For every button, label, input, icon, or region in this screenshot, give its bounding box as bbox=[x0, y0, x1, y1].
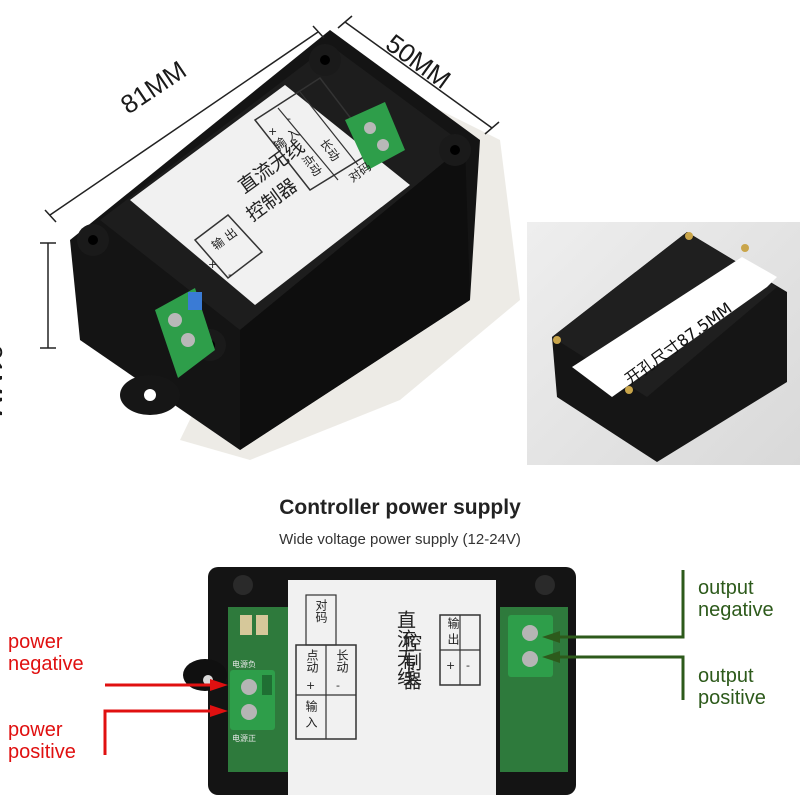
wiring-label-name2-wrap: 控制器 bbox=[395, 633, 425, 783]
wiring-label-input-minus: - bbox=[336, 679, 340, 692]
product-cutout-drawing bbox=[552, 232, 787, 462]
wiring-label-momentary: 点动 bbox=[305, 649, 319, 673]
wiring-device-drawing bbox=[103, 567, 685, 795]
label-input-minus: - bbox=[287, 112, 291, 125]
wiring-label-input: 输 入 bbox=[304, 700, 318, 728]
wiring-label-name-line1: 直流无线 bbox=[394, 610, 416, 686]
label-output-plus: + bbox=[208, 258, 218, 271]
power-negative-label: power negative bbox=[8, 631, 84, 675]
output-positive-line2: positive bbox=[698, 687, 766, 709]
dimension-height-label: 31MM bbox=[0, 345, 8, 418]
output-positive-line1: output bbox=[698, 665, 754, 687]
wiring-label-latch: 长动 bbox=[335, 649, 349, 673]
output-positive-label: output positive bbox=[698, 665, 766, 709]
wiring-label-name: 直流无线 bbox=[365, 610, 417, 760]
wiring-label-output: 输 出 bbox=[446, 617, 460, 645]
output-negative-line2: negative bbox=[698, 599, 774, 621]
wiring-label-pairing: 对码 bbox=[314, 599, 328, 623]
power-positive-label: power positive bbox=[8, 719, 76, 763]
power-negative-line2: negative bbox=[8, 653, 84, 675]
product-main-drawing bbox=[40, 15, 520, 460]
wiring-photo: 直流无线 控制器 对码 输 入 + - 点动 长动 输 出 + - 电源负 电源… bbox=[0, 555, 800, 800]
pcb-power-neg-text: 电源负 bbox=[232, 660, 256, 669]
wiring-title: Controller power supply bbox=[279, 496, 521, 519]
power-positive-line2: positive bbox=[8, 741, 76, 763]
label-input-plus: + bbox=[268, 125, 278, 138]
wiring-label-name-line2: 控制器 bbox=[400, 633, 422, 690]
wiring-label-output-minus: - bbox=[466, 659, 470, 672]
product-photo-cutout: 开孔尺寸87.5MM bbox=[527, 222, 800, 465]
power-positive-line1: power bbox=[8, 719, 63, 741]
product-photo-main: 81MM 50MM 31MM 直流无线 控制器 输 入 点动 长动 对码 输 出… bbox=[0, 0, 520, 480]
label-output-minus: - bbox=[228, 268, 232, 281]
power-negative-line1: power bbox=[8, 631, 63, 653]
output-negative-label: output negative bbox=[698, 577, 774, 621]
wiring-label-output-plus: + bbox=[446, 659, 456, 672]
pcb-power-pos-text: 电源正 bbox=[232, 734, 256, 743]
wiring-subtitle: Wide voltage power supply (12-24V) bbox=[279, 531, 521, 548]
output-negative-line1: output bbox=[698, 577, 754, 599]
wiring-label-input-plus: + bbox=[306, 679, 316, 692]
